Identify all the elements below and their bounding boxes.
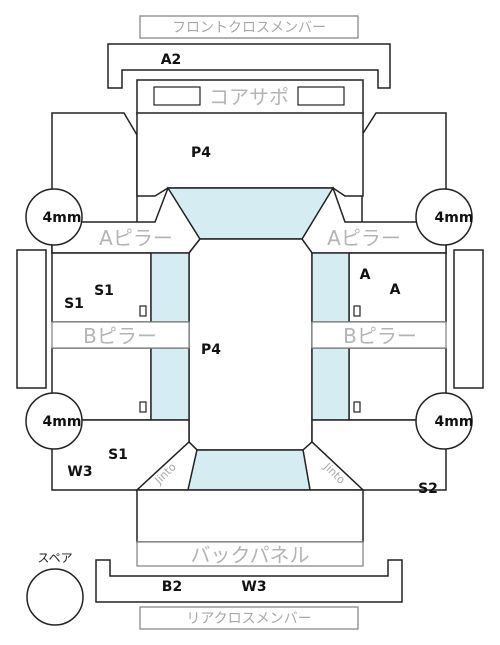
spare-tire-label: スペア xyxy=(37,551,72,565)
tire-front-right: 4mm xyxy=(415,188,474,246)
left-front-door-code-lower: S1 xyxy=(64,296,84,312)
right-front-door-code-a: A xyxy=(360,267,371,283)
core-support: コアサポ xyxy=(136,79,364,115)
door-handle-lf xyxy=(139,305,147,317)
hood xyxy=(136,112,364,197)
tire-rear-right-value: 4mm xyxy=(435,414,474,430)
rear-member-code-left: B2 xyxy=(162,579,182,595)
left-front-door-code-upper: S1 xyxy=(94,283,114,299)
tire-rear-left: 4mm xyxy=(25,392,83,450)
back-panel-label: バックパネル xyxy=(191,543,310,567)
core-support-label: コアサポ xyxy=(209,85,289,109)
a-pillar-left-label: Aピラー xyxy=(99,226,173,250)
right-side-sill xyxy=(453,249,484,389)
tire-front-right-value: 4mm xyxy=(435,210,474,226)
roof-code: P4 xyxy=(201,342,221,358)
rear-member-panel xyxy=(95,559,403,603)
trunk-lid xyxy=(136,489,364,543)
tire-rear-right: 4mm xyxy=(415,392,474,450)
b-pillar-left xyxy=(51,321,190,349)
left-rear-door-code: S1 xyxy=(108,447,128,463)
b-pillar-right-label: Bピラー xyxy=(343,324,417,348)
b-pillar-left-label: Bピラー xyxy=(83,324,157,348)
rear-cross-member: リアクロスメンバー xyxy=(139,606,359,630)
left-front-door xyxy=(51,252,152,323)
rear-member-code-right: W3 xyxy=(241,579,266,595)
door-handle-rr xyxy=(353,401,361,413)
hood-code: P4 xyxy=(191,145,211,161)
front-member-code: A2 xyxy=(161,52,182,68)
right-rear-quarter-code: S2 xyxy=(418,481,438,497)
right-front-window xyxy=(311,252,350,323)
right-rear-window xyxy=(311,347,350,421)
tire-rear-left-value: 4mm xyxy=(43,414,82,430)
b-pillar-right xyxy=(311,321,447,349)
a-pillar-right-label: Aピラー xyxy=(327,226,401,250)
tire-front-left: 4mm xyxy=(25,188,83,246)
left-rear-window xyxy=(150,347,190,421)
door-handle-rf xyxy=(353,305,361,317)
left-front-window xyxy=(150,252,190,323)
rear-window xyxy=(187,449,311,491)
headlight-right xyxy=(297,86,345,106)
left-rear-quarter-code: W3 xyxy=(67,464,92,480)
rear-cross-member-label: リアクロスメンバー xyxy=(186,611,311,627)
door-handle-lr xyxy=(139,401,147,413)
right-front-door xyxy=(348,252,447,323)
spare-tire: スペア xyxy=(26,551,84,626)
left-side-sill xyxy=(16,249,47,389)
back-panel xyxy=(136,541,364,567)
headlight-left xyxy=(153,86,201,106)
front-cross-member: フロントクロスメンバー xyxy=(139,15,359,39)
front-member-panel xyxy=(107,43,391,89)
front-cross-member-label: フロントクロスメンバー xyxy=(172,20,326,36)
tire-front-left-value: 4mm xyxy=(43,210,82,226)
right-front-door-code-b: A xyxy=(390,282,401,298)
